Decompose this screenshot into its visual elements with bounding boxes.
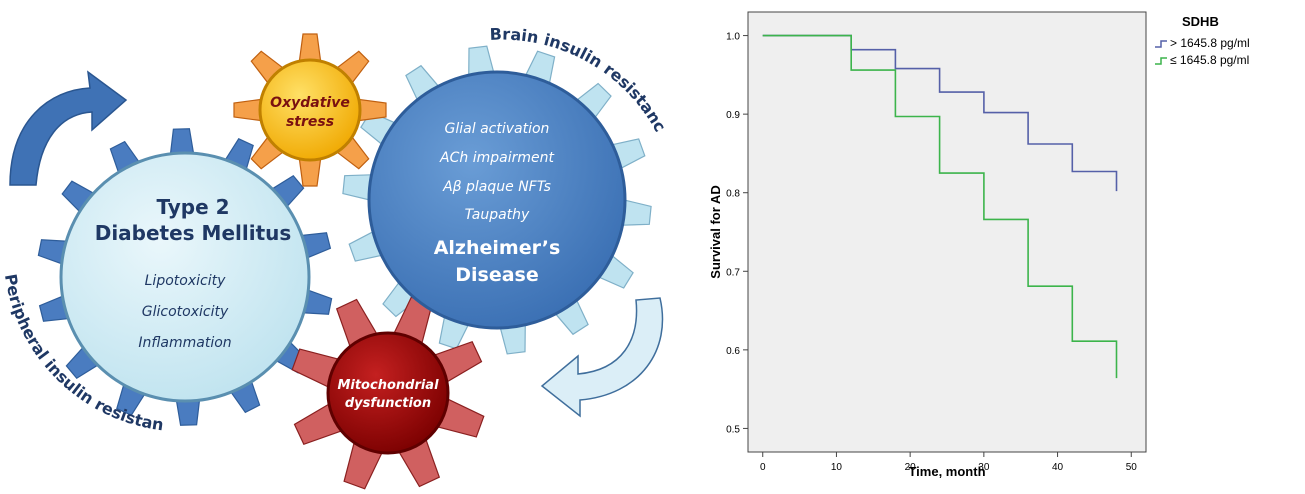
ad-title-line1: Alzheimer’s — [434, 237, 561, 259]
oxidative-line2: stress — [286, 114, 334, 130]
legend: SDHB > 1645.8 pg/ml ≤ 1645.8 pg/ml — [1155, 14, 1250, 67]
ad-item: Taupathy — [465, 207, 530, 223]
legend-swatch-high — [1155, 40, 1167, 48]
t2dm-item: Lipotoxicity — [145, 273, 226, 289]
mito-gear — [326, 331, 450, 455]
mito-gear-teeth — [291, 296, 485, 490]
x-tick-label: 50 — [1126, 462, 1138, 473]
plot-area — [747, 11, 1147, 453]
y-tick-label: 0.9 — [726, 110, 740, 121]
t2dm-title-line2: Diabetes Mellitus — [95, 221, 292, 245]
x-tick-label: 0 — [760, 462, 766, 473]
t2dm-item: Glicotoxicity — [142, 304, 229, 320]
series-lines — [762, 34, 1118, 379]
legend-title: SDHB — [1182, 14, 1219, 29]
x-tick-label: 30 — [978, 462, 990, 473]
y-tick-label: 0.8 — [726, 189, 740, 200]
x-tick-label: 10 — [831, 462, 843, 473]
mito-line1: Mitochondrial — [337, 378, 439, 393]
ad-title-line2: Disease — [455, 264, 539, 286]
x-tick-label: 20 — [905, 462, 917, 473]
x-axis-ticks: 0 10 20 30 40 50 — [760, 452, 1137, 473]
y-tick-label: 0.5 — [726, 424, 740, 435]
legend-entry-high: > 1645.8 pg/ml — [1170, 36, 1250, 50]
y-tick-label: 1.0 — [726, 32, 740, 43]
series-line-high — [762, 34, 1118, 192]
ad-gear — [367, 70, 627, 330]
curved-arrow-left-icon — [9, 70, 128, 186]
oxidative-gear — [258, 58, 362, 162]
pathophysiology-diagram: Type 2 Diabetes Mellitus Lipotoxicity Gl… — [0, 0, 670, 490]
x-tick-label: 40 — [1052, 462, 1064, 473]
y-tick-label: 0.7 — [726, 267, 740, 278]
ad-item: Glial activation — [445, 121, 550, 137]
legend-swatch-low — [1155, 57, 1167, 65]
ad-item: Aβ plaque NFTs — [442, 179, 551, 195]
y-axis-ticks: 0.5 0.6 0.7 0.8 0.9 1.0 — [726, 32, 748, 435]
oxidative-line1: Oxydative — [270, 95, 350, 111]
curved-arrow-right-icon — [540, 297, 664, 418]
ad-item: ACh impairment — [439, 150, 554, 166]
mito-line2: dysfunction — [345, 396, 431, 411]
y-tick-label: 0.6 — [726, 346, 740, 357]
t2dm-item: Inflammation — [138, 335, 231, 351]
legend-entry-low: ≤ 1645.8 pg/ml — [1170, 53, 1249, 67]
t2dm-title-line1: Type 2 — [156, 195, 229, 219]
series-line-low — [762, 34, 1118, 379]
survival-chart: 0.5 0.6 0.7 0.8 0.9 1.0 0 10 20 30 40 50 Time, mon… — [708, 11, 1250, 479]
y-axis-label: Survival for AD — [708, 185, 723, 278]
x-axis-label: Time, month — [908, 464, 985, 479]
t2dm-gear — [59, 151, 311, 403]
